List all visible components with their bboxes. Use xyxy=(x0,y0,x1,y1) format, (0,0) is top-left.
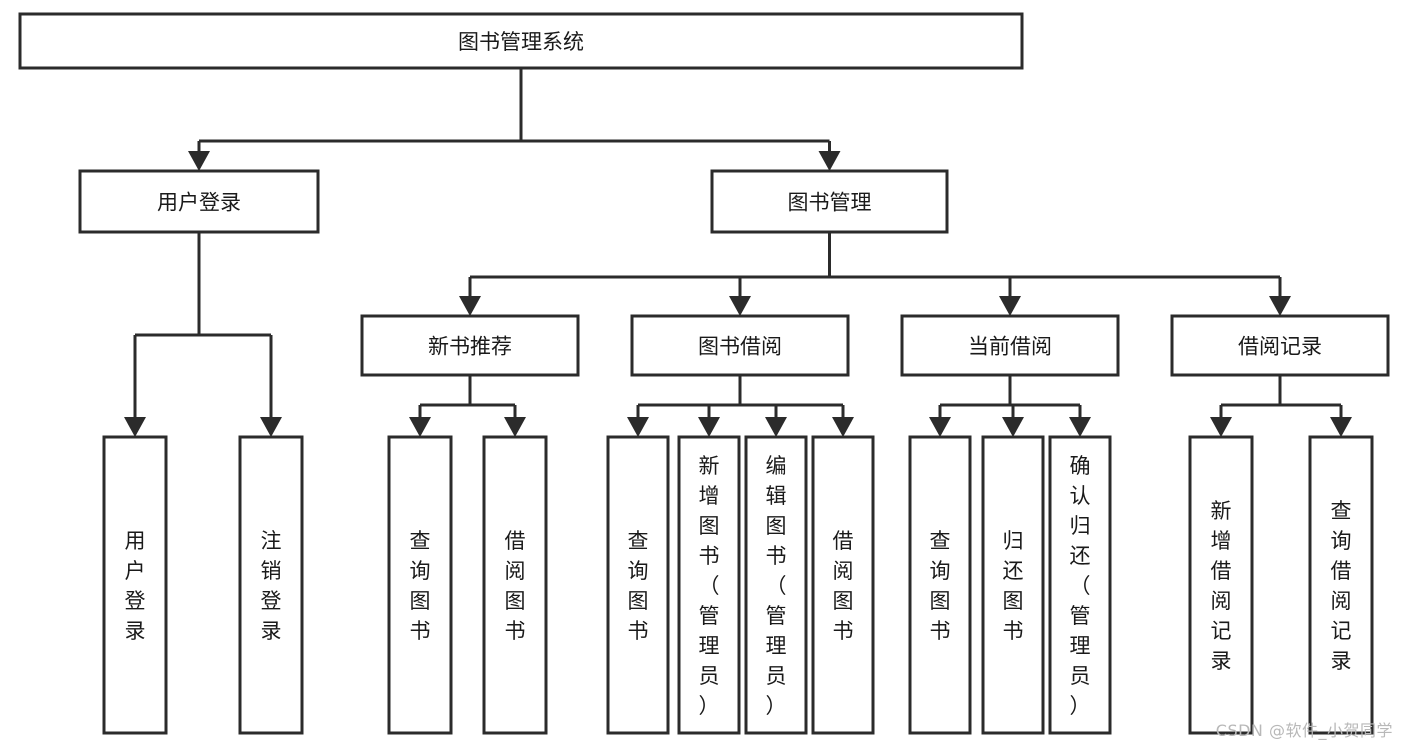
node-records[interactable]: 借阅记录 xyxy=(1170,314,1390,377)
node-bookmgmt[interactable]: 图书管理 xyxy=(710,169,949,234)
node-label: 查询图书 xyxy=(410,529,431,643)
node-label: 新增借阅记录 xyxy=(1211,499,1232,673)
node-leaf-6[interactable]: 新增图书（管理员） xyxy=(677,435,741,735)
node-box xyxy=(482,435,548,735)
node-leaf-3[interactable]: 查询图书 xyxy=(387,435,453,735)
arrow-head-icon xyxy=(260,417,282,437)
node-label: 当前借阅 xyxy=(968,335,1052,359)
node-label: 借阅记录 xyxy=(1238,335,1322,359)
node-box xyxy=(238,435,304,735)
arrow-head-icon xyxy=(1002,417,1024,437)
node-label: 查询图书 xyxy=(930,529,951,643)
arrow-head-icon xyxy=(1269,296,1291,316)
node-box xyxy=(908,435,972,735)
node-login[interactable]: 用户登录 xyxy=(78,169,320,234)
arrow-head-icon xyxy=(765,417,787,437)
node-borrow[interactable]: 图书借阅 xyxy=(630,314,850,377)
connector-layer xyxy=(124,68,1352,437)
node-box xyxy=(677,435,741,735)
node-leaf-9[interactable]: 查询图书 xyxy=(908,435,972,735)
arrow-head-icon xyxy=(409,417,431,437)
node-label: 确认归还（管理员） xyxy=(1070,454,1091,718)
node-box xyxy=(710,169,949,234)
node-label: 归还图书 xyxy=(1003,529,1024,643)
node-label: 借阅图书 xyxy=(505,529,526,643)
node-box xyxy=(744,435,808,735)
node-box xyxy=(900,314,1120,377)
node-box xyxy=(1188,435,1254,735)
arrow-head-icon xyxy=(729,296,751,316)
arrow-head-icon xyxy=(999,296,1021,316)
node-box xyxy=(1308,435,1374,735)
node-box xyxy=(102,435,168,735)
node-layer: 图书管理系统用户登录图书管理新书推荐图书借阅当前借阅借阅记录用户登录注销登录查询… xyxy=(18,12,1390,735)
arrow-head-icon xyxy=(459,296,481,316)
node-label: 查询借阅记录 xyxy=(1331,499,1352,673)
node-leaf-7[interactable]: 编辑图书（管理员） xyxy=(744,435,808,735)
node-leaf-12[interactable]: 新增借阅记录 xyxy=(1188,435,1254,735)
node-leaf-8[interactable]: 借阅图书 xyxy=(811,435,875,735)
node-box xyxy=(18,12,1024,70)
arrow-head-icon xyxy=(188,151,210,171)
node-leaf-2[interactable]: 注销登录 xyxy=(238,435,304,735)
node-label: 用户登录 xyxy=(157,191,241,215)
node-label: 图书管理 xyxy=(788,191,872,215)
node-label: 借阅图书 xyxy=(833,529,854,643)
node-label: 注销登录 xyxy=(261,529,282,643)
node-label: 图书借阅 xyxy=(698,335,782,359)
node-label: 新增图书（管理员） xyxy=(699,454,720,718)
node-leaf-5[interactable]: 查询图书 xyxy=(606,435,670,735)
arrow-head-icon xyxy=(832,417,854,437)
arrow-head-icon xyxy=(627,417,649,437)
node-box xyxy=(360,314,580,377)
node-current[interactable]: 当前借阅 xyxy=(900,314,1120,377)
node-leaf-4[interactable]: 借阅图书 xyxy=(482,435,548,735)
node-label: 编辑图书（管理员） xyxy=(766,454,787,718)
node-box xyxy=(606,435,670,735)
node-box xyxy=(387,435,453,735)
arrow-head-icon xyxy=(818,151,841,171)
arrow-head-icon xyxy=(698,417,720,437)
node-label: 图书管理系统 xyxy=(458,30,584,54)
node-label: 查询图书 xyxy=(628,529,649,643)
node-leaf-13[interactable]: 查询借阅记录 xyxy=(1308,435,1374,735)
node-box xyxy=(630,314,850,377)
arrow-head-icon xyxy=(1210,417,1232,437)
arrow-head-icon xyxy=(929,417,951,437)
node-label: 新书推荐 xyxy=(428,335,512,359)
node-label: 用户登录 xyxy=(125,529,146,643)
node-box xyxy=(78,169,320,234)
node-leaf-1[interactable]: 用户登录 xyxy=(102,435,168,735)
node-box xyxy=(811,435,875,735)
node-box xyxy=(981,435,1045,735)
node-leaf-11[interactable]: 确认归还（管理员） xyxy=(1048,435,1112,735)
arrow-head-icon xyxy=(124,417,146,437)
node-root[interactable]: 图书管理系统 xyxy=(18,12,1024,70)
node-leaf-10[interactable]: 归还图书 xyxy=(981,435,1045,735)
arrow-head-icon xyxy=(1069,417,1091,437)
arrow-head-icon xyxy=(1330,417,1352,437)
node-newbook[interactable]: 新书推荐 xyxy=(360,314,580,377)
node-box xyxy=(1170,314,1390,377)
node-box xyxy=(1048,435,1112,735)
arrow-head-icon xyxy=(504,417,526,437)
